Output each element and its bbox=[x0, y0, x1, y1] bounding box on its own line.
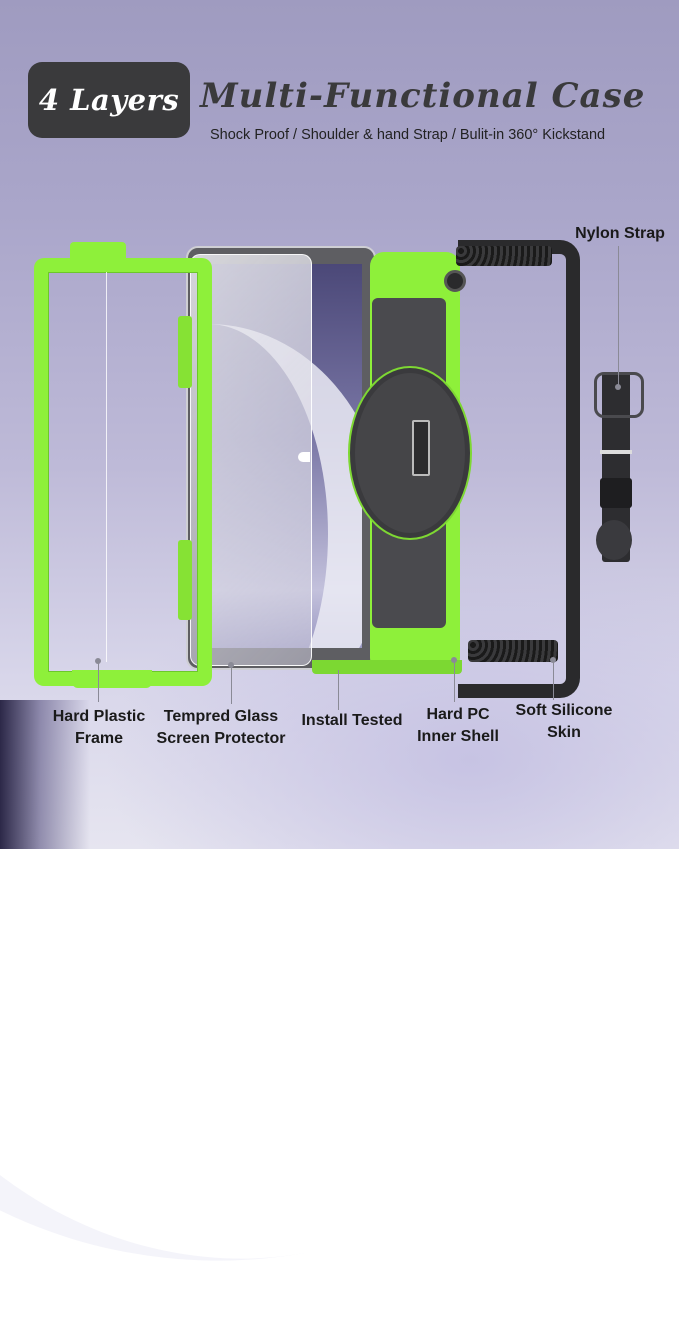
leader-line bbox=[454, 660, 455, 702]
camera-cutout-icon bbox=[444, 270, 466, 292]
hand-strap-handle bbox=[412, 420, 430, 476]
glass-edge-line bbox=[106, 272, 107, 662]
strap-tail bbox=[596, 520, 632, 560]
frame-side-clip bbox=[178, 540, 192, 620]
label-nylon-strap: Nylon Strap bbox=[575, 225, 665, 242]
soft-silicone-skin-layer bbox=[458, 240, 580, 698]
leader-line bbox=[338, 670, 339, 710]
leader-line bbox=[618, 246, 619, 386]
shell-bottom-edge bbox=[312, 660, 462, 674]
silicone-honeycomb-bottom bbox=[468, 640, 558, 662]
strap-buckle-icon bbox=[600, 478, 632, 508]
feature-subtitle: Shock Proof / Shoulder & hand Strap / Bu… bbox=[210, 127, 606, 143]
leader-dot bbox=[451, 657, 457, 663]
leader-dot bbox=[550, 657, 556, 663]
label-tempered-glass: Tempred Glass Screen Protector bbox=[156, 708, 286, 747]
leader-line bbox=[98, 662, 99, 702]
silicone-honeycomb-top bbox=[456, 246, 552, 266]
frame-bottom-tab bbox=[72, 670, 152, 688]
leader-line bbox=[231, 666, 232, 704]
badge-text: 4 Layers bbox=[38, 83, 180, 117]
strap-loop bbox=[594, 372, 644, 418]
label-install-tested: Install Tested bbox=[301, 712, 403, 729]
glass-camera-notch bbox=[298, 452, 310, 462]
leader-line bbox=[553, 660, 554, 700]
rotating-kickstand-icon bbox=[350, 368, 470, 538]
page-title: Multi-Functional Case bbox=[200, 76, 646, 116]
frame-side-clip bbox=[178, 316, 192, 388]
strap-metal-ring bbox=[600, 450, 632, 454]
leader-dot bbox=[95, 658, 101, 664]
leader-dot bbox=[228, 662, 234, 668]
label-hard-plastic-frame: Hard Plastic Frame bbox=[52, 708, 146, 747]
leader-dot bbox=[615, 384, 621, 390]
background-shadow bbox=[0, 700, 90, 849]
label-soft-silicone-skin: Soft Silicone Skin bbox=[515, 702, 613, 741]
label-hard-pc-inner-shell: Hard PC Inner Shell bbox=[417, 706, 499, 745]
layers-badge: 4 Layers bbox=[28, 62, 190, 138]
